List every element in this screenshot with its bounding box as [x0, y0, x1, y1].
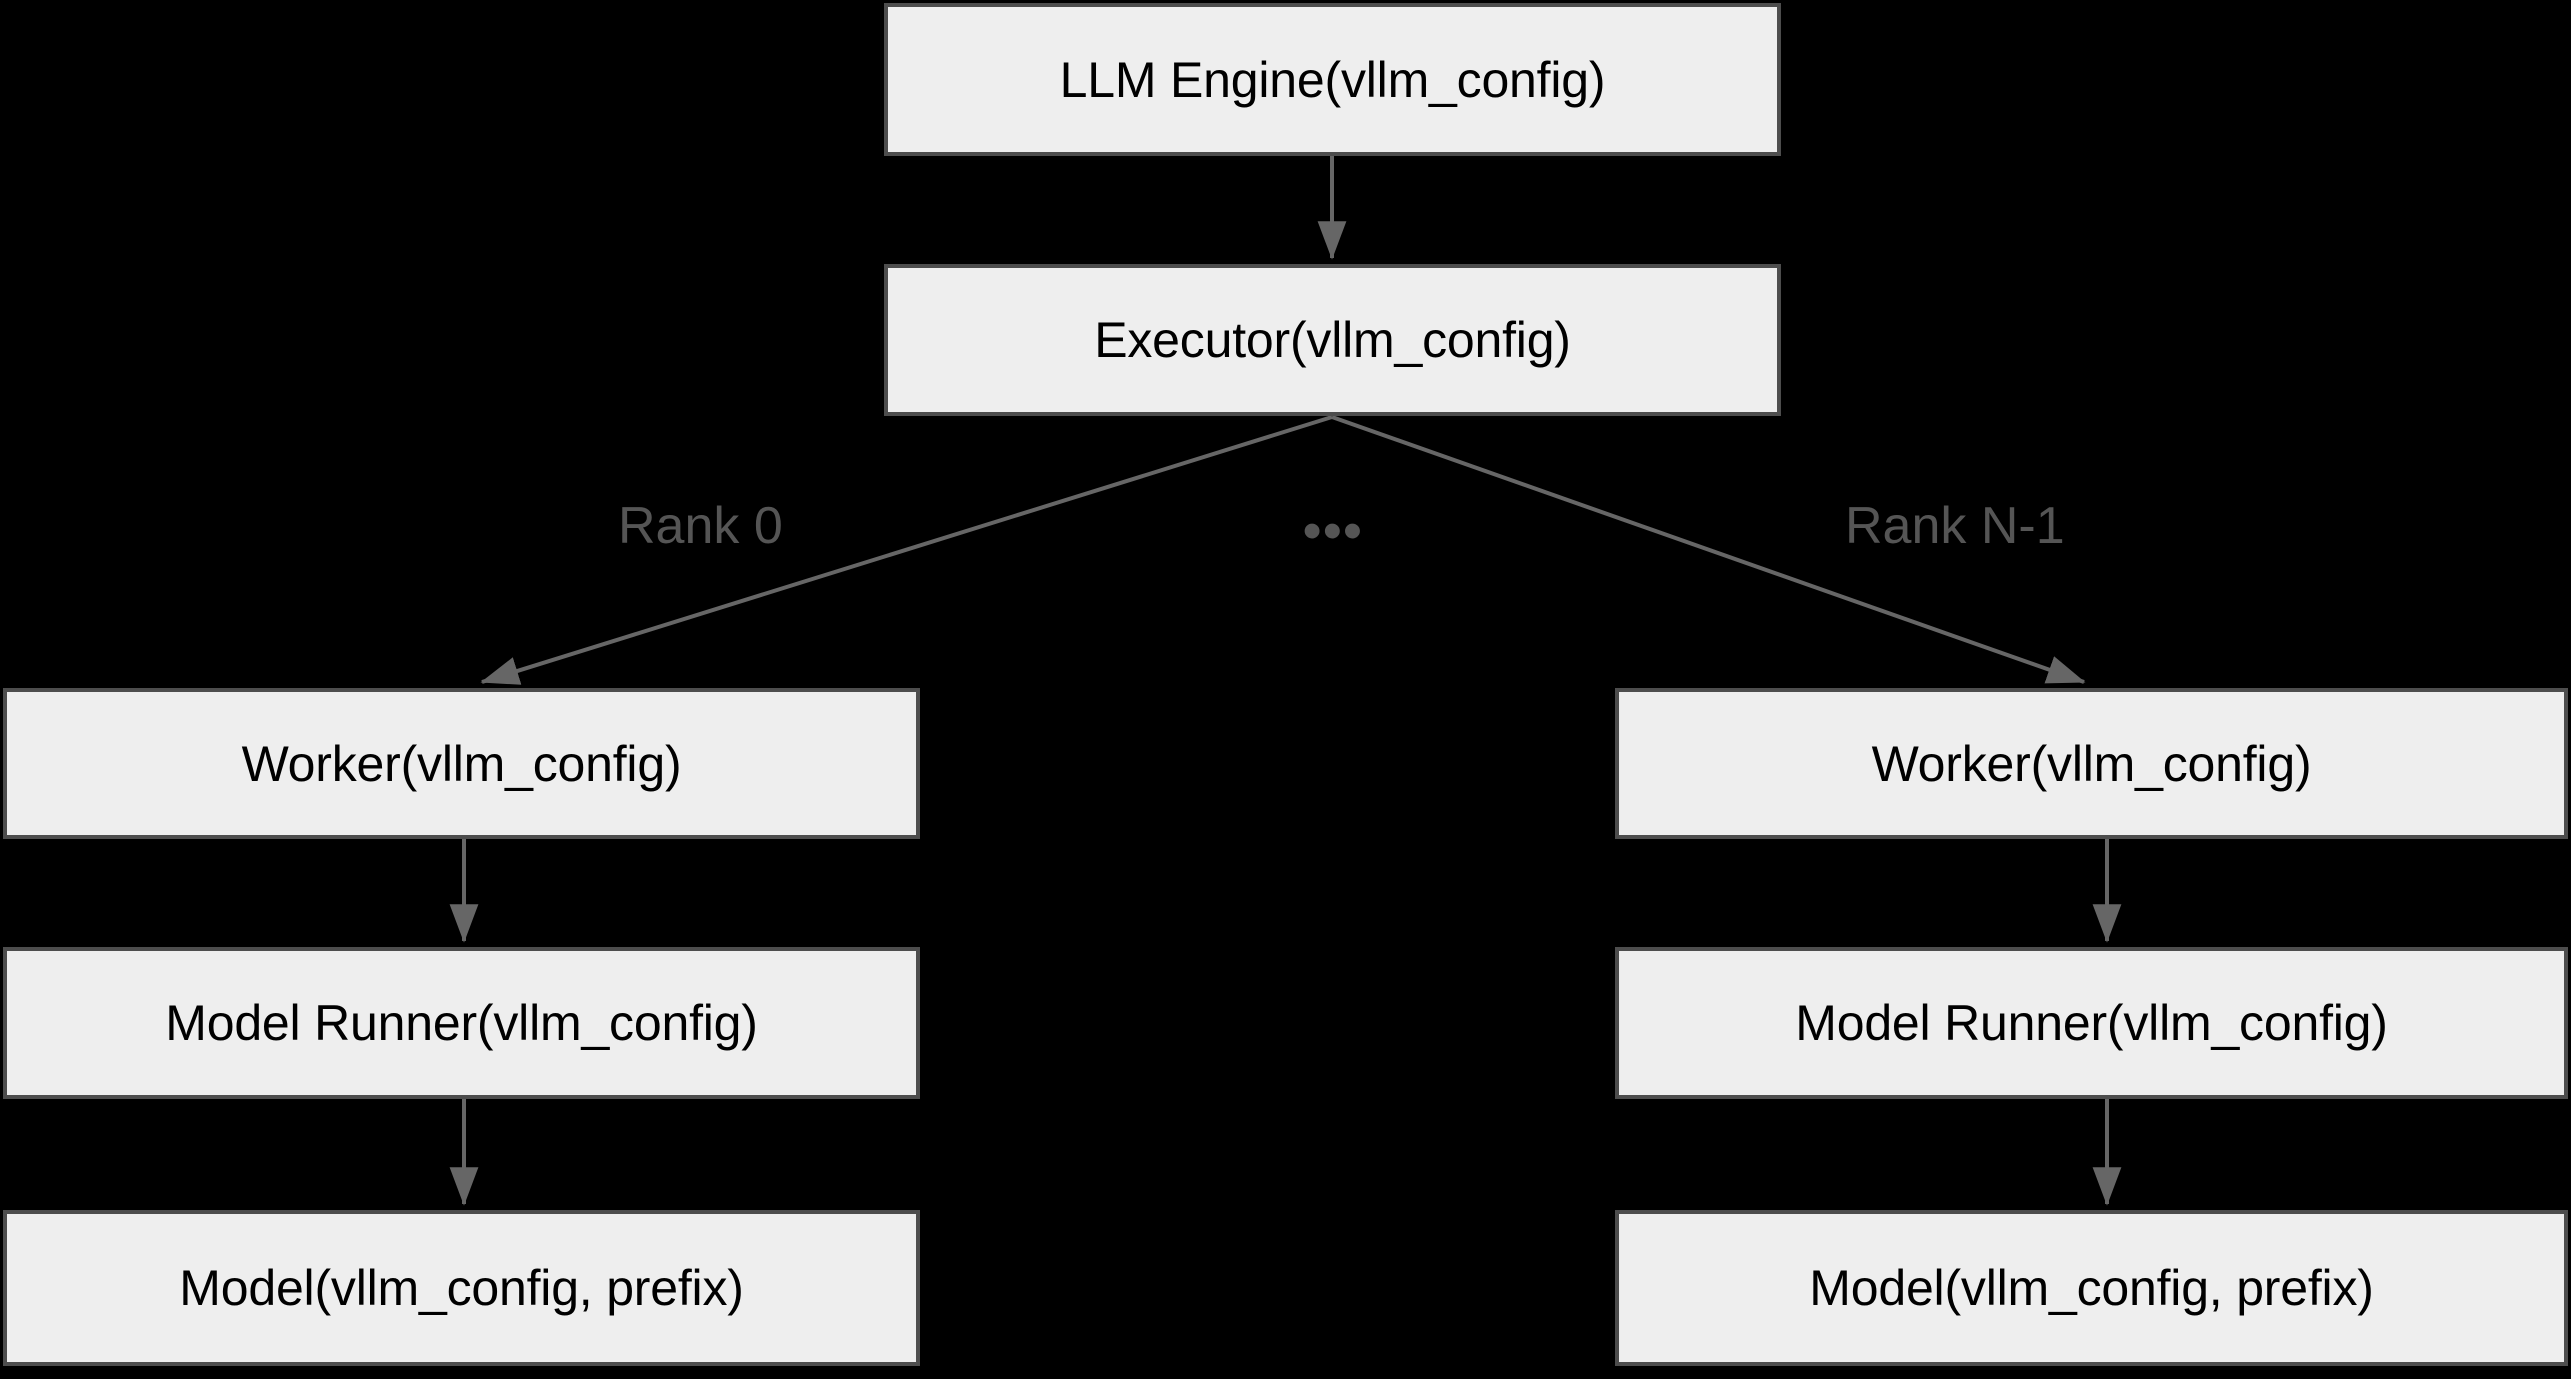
- node-worker-rankn[interactable]: Worker(vllm_config): [1615, 688, 2568, 839]
- node-model-rank0[interactable]: Model(vllm_config, prefix): [3, 1210, 920, 1366]
- edge-label-rank0: Rank 0: [618, 497, 783, 555]
- node-model-rankn-label: Model(vllm_config, prefix): [1809, 1260, 2374, 1316]
- node-executor-label: Executor(vllm_config): [1094, 312, 1571, 368]
- node-worker-rank0-label: Worker(vllm_config): [241, 735, 682, 792]
- node-model-runner-rank0-label: Model Runner(vllm_config): [165, 995, 758, 1051]
- node-executor[interactable]: Executor(vllm_config): [884, 264, 1781, 416]
- node-model-runner-rankn[interactable]: Model Runner(vllm_config): [1615, 947, 2568, 1099]
- node-model-runner-rankn-label: Model Runner(vllm_config): [1795, 995, 2388, 1051]
- node-model-rank0-label: Model(vllm_config, prefix): [179, 1260, 744, 1316]
- node-llm-engine-label: LLM Engine(vllm_config): [1059, 51, 1606, 108]
- edge-label-rank-n-minus-1: Rank N-1: [1845, 497, 2065, 555]
- node-model-runner-rank0[interactable]: Model Runner(vllm_config): [3, 947, 920, 1099]
- node-worker-rank0[interactable]: Worker(vllm_config): [3, 688, 920, 839]
- edge-executor-to-worker-rank0: [480, 415, 1333, 685]
- node-model-rankn[interactable]: Model(vllm_config, prefix): [1615, 1210, 2568, 1366]
- node-llm-engine[interactable]: LLM Engine(vllm_config): [884, 3, 1781, 156]
- node-worker-rankn-label: Worker(vllm_config): [1871, 735, 2312, 792]
- ellipsis-icon: •••: [1303, 502, 1364, 560]
